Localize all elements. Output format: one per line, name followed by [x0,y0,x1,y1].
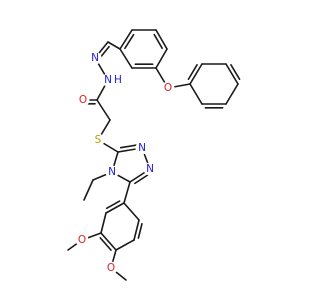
atom-label-n-tr2: N [146,163,154,175]
bond-cAmide-cMethylene [96,99,111,121]
atom-label-bg-n-tr2 [143,162,157,176]
bond-inner-chA-nImine [98,45,110,59]
atom-label-o-meo1: O [78,234,86,246]
bond-d5-d6 [133,219,140,241]
bond-b5-b6 [119,48,133,69]
bond-b6-b1 [119,29,133,50]
atom-label-o-carbonyl: O [79,94,87,106]
atom-label-o-meo2: O [107,262,115,274]
bond-b2-b3 [155,29,168,50]
bond-b3-b4 [155,48,168,69]
atom-label-bg-nh [101,73,115,87]
atom-label-n-imine: N [91,52,99,64]
atom-label-bg-o-ether [161,81,175,95]
bond-t2-d1 [123,181,131,204]
bond-p6-p1 [189,83,203,105]
bond-inner-b2-b3 [153,33,163,50]
bond-d3-d4 [100,232,117,251]
bond-inner-t1-n1 [119,144,139,149]
bond-p3-p4 [225,63,239,85]
bond-p1-p2 [189,63,203,85]
atom-label-h-amide: H [114,74,122,86]
bond-b6-chA [107,41,121,50]
bond-inner-n2-t2 [134,173,151,185]
bond-inner-d5-d6 [137,222,143,239]
bond-layer [67,29,241,281]
bond-d2-d3 [100,212,107,234]
bond-inner-p3-p4 [230,64,241,81]
atom-label-s: S [95,134,102,146]
bond-d6-d1 [123,202,140,221]
bond-inner-p1-p2 [187,64,198,81]
atom-label-bg-n-imine [88,51,102,65]
atom-label-o-ether: O [164,82,172,94]
bond-p4-p5 [225,83,239,105]
atom-label-n-tr4: N [108,166,116,178]
atom-label-bg-s [91,133,105,147]
bond-d1-d2 [105,202,125,214]
atom-label-bg-o-meo2 [104,261,118,275]
atom-label-n-tr1: N [138,142,146,154]
atom-label-bg-n-tr1 [135,141,149,155]
atom-label-bg-o-meo1 [75,233,89,247]
atom-label-bg-h-amide [113,75,123,85]
atom-label-bg-n-tr4 [105,165,119,179]
bond-d4-d5 [115,239,135,251]
bond-inner-d3-d4 [99,237,112,251]
bond-inner-d1-d2 [105,200,121,210]
atom-label-nh: N [104,74,112,86]
bond-inner-b6-b1 [124,33,135,50]
bond-e1-e2 [83,179,94,201]
atom-label-bg-o-carbonyl [76,93,90,107]
